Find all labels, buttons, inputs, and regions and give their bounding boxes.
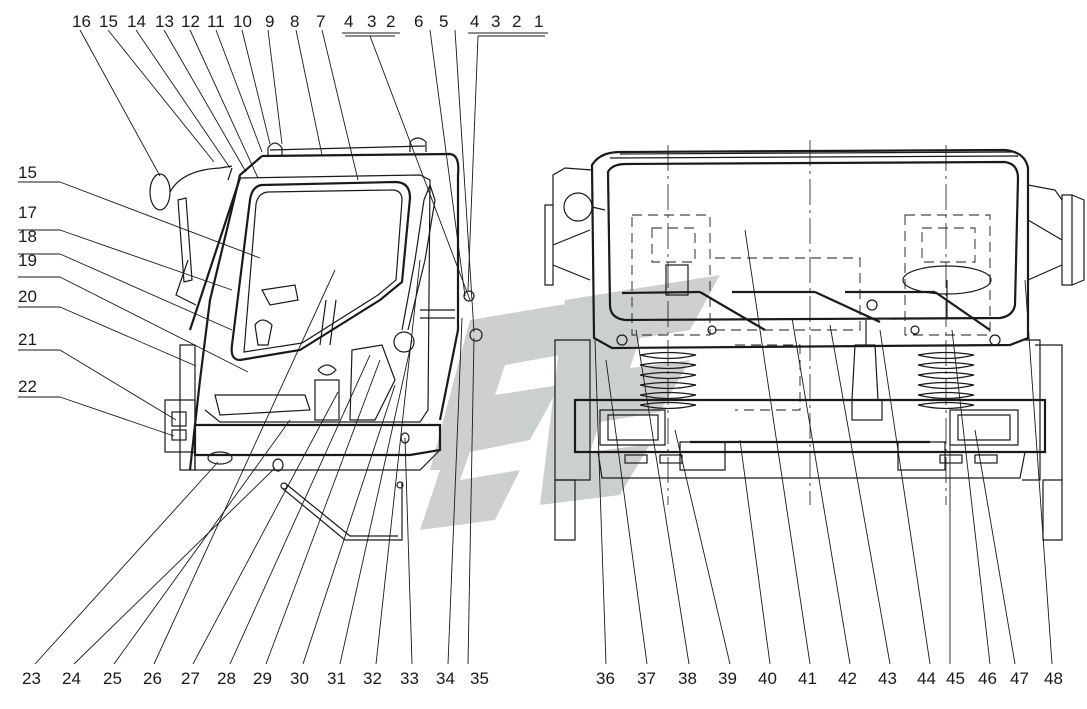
callout-side-21: 21 — [18, 330, 37, 349]
bottom-callouts-right: 36 37 38 39 40 41 42 43 44 45 46 47 48 — [596, 669, 1063, 688]
callout-34: 34 — [436, 669, 455, 688]
callout-23: 23 — [22, 669, 41, 688]
callout-35: 35 — [470, 669, 489, 688]
callout-48: 48 — [1044, 669, 1063, 688]
callout-43: 43 — [878, 669, 897, 688]
callout-46: 46 — [978, 669, 997, 688]
callout-10: 10 — [233, 12, 252, 31]
callout-15: 15 — [99, 12, 118, 31]
front-view — [544, 140, 1085, 541]
side-callouts: 15 17 18 19 20 21 22 — [18, 163, 37, 396]
callout-side-15: 15 — [18, 163, 37, 182]
callout-12: 12 — [181, 12, 200, 31]
left-bellows — [639, 351, 697, 410]
callout-31: 31 — [327, 669, 346, 688]
callout-2b: 2 — [512, 12, 521, 31]
bottom-leaders-left — [34, 259, 475, 665]
callout-side-18: 18 — [18, 227, 37, 246]
callout-9: 9 — [265, 12, 274, 31]
callout-32: 32 — [363, 669, 382, 688]
callout-13: 13 — [155, 12, 174, 31]
right-bellows — [917, 351, 975, 410]
callout-side-19: 19 — [18, 251, 37, 270]
callout-3a: 3 — [367, 12, 376, 31]
callout-side-20: 20 — [18, 287, 37, 306]
bottom-callouts-left: 23 24 25 26 27 28 29 30 31 32 33 34 35 — [22, 669, 489, 688]
callout-4a: 4 — [344, 12, 353, 31]
bottom-leaders-right — [594, 229, 1053, 665]
callout-7: 7 — [316, 12, 325, 31]
side-leaders — [18, 181, 261, 437]
callout-42: 42 — [838, 669, 857, 688]
top-callouts-left: 16 15 14 13 12 11 10 9 8 7 4 3 2 6 5 4 3… — [72, 12, 543, 31]
top-leaders-left — [79, 29, 545, 333]
callout-1: 1 — [534, 12, 543, 31]
side-view — [149, 137, 483, 541]
callout-25: 25 — [103, 669, 122, 688]
callout-45: 45 — [946, 669, 965, 688]
callout-29: 29 — [253, 669, 272, 688]
callout-8: 8 — [290, 12, 299, 31]
callout-side-17: 17 — [18, 203, 37, 222]
callout-27: 27 — [181, 669, 200, 688]
callout-44: 44 — [917, 669, 936, 688]
callout-3b: 3 — [491, 12, 500, 31]
callout-2a: 2 — [386, 12, 395, 31]
callout-4b: 4 — [470, 12, 479, 31]
callout-24: 24 — [62, 669, 81, 688]
callout-5: 5 — [439, 12, 448, 31]
callout-11: 11 — [207, 12, 225, 31]
callout-6: 6 — [414, 12, 423, 31]
callout-40: 40 — [758, 669, 777, 688]
callout-28: 28 — [217, 669, 236, 688]
callout-33: 33 — [400, 669, 419, 688]
callout-38: 38 — [678, 669, 697, 688]
callout-30: 30 — [290, 669, 309, 688]
callout-39: 39 — [718, 669, 737, 688]
callout-side-22: 22 — [18, 377, 37, 396]
callout-37: 37 — [637, 669, 656, 688]
callout-26: 26 — [143, 669, 162, 688]
callout-14: 14 — [127, 12, 146, 31]
callout-16: 16 — [72, 12, 91, 31]
watermark-logo — [420, 275, 720, 530]
callout-47: 47 — [1010, 669, 1029, 688]
callout-36: 36 — [596, 669, 615, 688]
callout-41: 41 — [798, 669, 817, 688]
